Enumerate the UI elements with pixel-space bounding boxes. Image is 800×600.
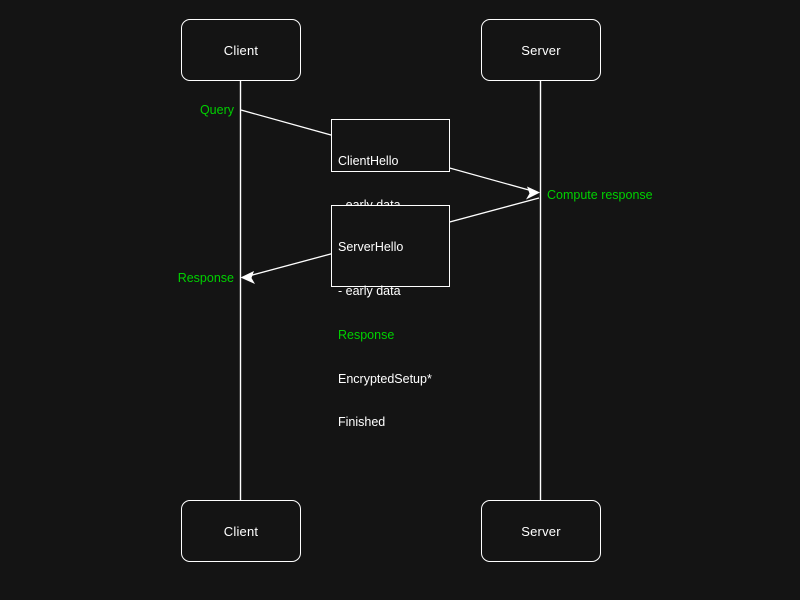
note-serverhello-line-1: ServerHello bbox=[338, 240, 404, 255]
actor-server-top[interactable]: Server bbox=[481, 19, 601, 81]
arrowhead-server-inbound bbox=[526, 186, 540, 200]
note-clienthello[interactable]: ClientHello - early data Query bbox=[331, 119, 450, 256]
arrowhead-client-inbound bbox=[240, 271, 255, 284]
actor-server-top-label: Server bbox=[521, 42, 561, 58]
lifeline-label-response: Response bbox=[177, 271, 234, 285]
note-serverhello-line-4: EncryptedSetup* bbox=[338, 371, 432, 386]
lifeline-label-query: Query bbox=[199, 103, 234, 117]
actor-client-bottom-label: Client bbox=[223, 523, 259, 539]
actor-client-top[interactable]: Client bbox=[181, 19, 301, 81]
actor-server-bottom[interactable]: Server bbox=[481, 500, 601, 562]
note-serverhello-line-5: Finished bbox=[338, 415, 386, 430]
lifeline-label-compute-response: Compute response bbox=[547, 188, 653, 202]
note-serverhello-line-3: Response bbox=[338, 327, 395, 342]
note-serverhello-line-2: - early data bbox=[338, 283, 401, 298]
note-clienthello-line-1: ClientHello bbox=[338, 154, 399, 169]
actor-server-bottom-label: Server bbox=[521, 523, 561, 539]
note-serverhello[interactable]: ServerHello - early data Response Encryp… bbox=[331, 205, 450, 429]
actor-client-bottom[interactable]: Client bbox=[181, 500, 301, 562]
actor-client-top-label: Client bbox=[223, 42, 259, 58]
